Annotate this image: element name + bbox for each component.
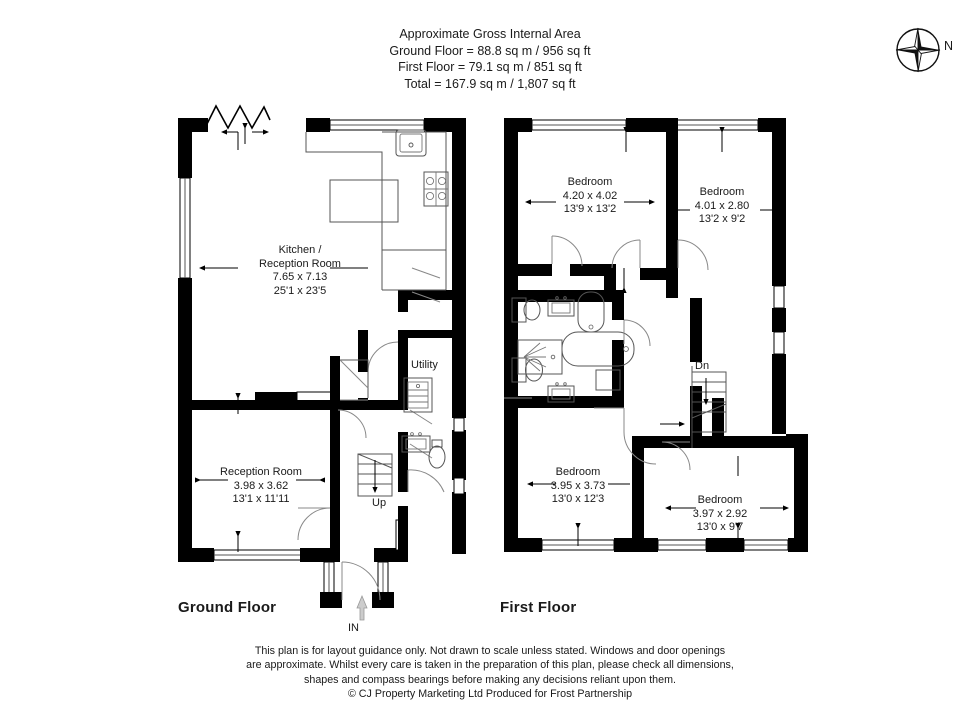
area-summary-title: Approximate Gross Internal Area <box>399 27 581 41</box>
room-label-bedroom-3: Bedroom 3.95 x 3.73 13'0 x 12'3 <box>522 466 634 507</box>
ground-stairs <box>357 453 393 497</box>
entrance-arrow-icon <box>356 594 368 621</box>
compass-icon <box>895 27 941 73</box>
disclaimer-line-1: This plan is for layout guidance only. N… <box>254 645 726 657</box>
room-dim-metric: 4.01 x 2.80 <box>694 199 750 212</box>
room-dim-metric: 3.98 x 3.62 <box>233 479 289 492</box>
room-dim-imperial: 13'9 x 13'2 <box>563 203 617 216</box>
disclaimer: This plan is for layout guidance only. N… <box>0 644 980 702</box>
ground-floor-title: Ground Floor <box>178 599 277 616</box>
room-name: Bedroom <box>697 494 743 506</box>
room-dim-imperial: 13'2 x 9'2 <box>698 213 746 226</box>
area-total: Total = 167.9 sq m / 1,807 sq ft <box>404 76 576 91</box>
first-floor-title: First Floor <box>500 599 577 616</box>
first-stairs-label: Dn <box>695 360 710 372</box>
room-label-kitchen-reception: Kitchen / Reception Room 7.65 x 7.13 25'… <box>238 244 362 298</box>
disclaimer-line-2: are approximate. Whilst every care is ta… <box>246 659 734 672</box>
compass-rose: N <box>895 24 965 76</box>
room-label-bedroom-2: Bedroom 4.01 x 2.80 13'2 x 9'2 <box>666 186 778 227</box>
disclaimer-line-3: shapes and compass bearings before makin… <box>304 673 676 686</box>
room-label-bedroom-1: Bedroom 4.20 x 4.02 13'9 x 13'2 <box>530 176 650 217</box>
room-name: Reception Room <box>220 466 302 478</box>
room-label-bedroom-4: Bedroom 3.97 x 2.92 13'0 x 9'7 <box>664 494 776 535</box>
room-dim-imperial: 13'0 x 12'3 <box>551 493 605 506</box>
room-dim-imperial: 25'1 x 23'5 <box>273 284 327 297</box>
room-name-line1: Kitchen / <box>278 244 322 256</box>
room-dim-metric: 3.95 x 3.73 <box>550 479 606 492</box>
room-name: Bedroom <box>699 186 745 198</box>
room-name: Bedroom <box>567 176 613 188</box>
area-ground-floor: Ground Floor = 88.8 sq m / 956 sq ft <box>389 43 591 58</box>
area-first-floor: First Floor = 79.1 sq m / 851 sq ft <box>398 60 582 74</box>
area-summary: Approximate Gross Internal Area Ground F… <box>0 26 980 92</box>
room-dim-imperial: 13'1 x 11'11 <box>232 493 290 506</box>
entrance-label: IN <box>348 622 359 634</box>
room-name: Bedroom <box>555 466 601 478</box>
room-label-reception: Reception Room 3.98 x 3.62 13'1 x 11'11 <box>196 466 326 507</box>
first-stairs <box>691 366 727 448</box>
room-dim-imperial: 13'0 x 9'7 <box>696 521 744 534</box>
room-name-line2: Reception Room <box>259 257 341 270</box>
utility-label: Utility <box>411 359 438 371</box>
copyright-line: © CJ Property Marketing Ltd Produced for… <box>347 688 633 701</box>
room-dim-metric: 3.97 x 2.92 <box>692 507 748 520</box>
room-dim-metric: 7.65 x 7.13 <box>272 271 328 284</box>
ground-stairs-label: Up <box>372 497 387 509</box>
compass-north-label: N <box>944 39 954 53</box>
break-line <box>204 104 271 130</box>
room-dim-metric: 4.20 x 4.02 <box>562 189 618 202</box>
